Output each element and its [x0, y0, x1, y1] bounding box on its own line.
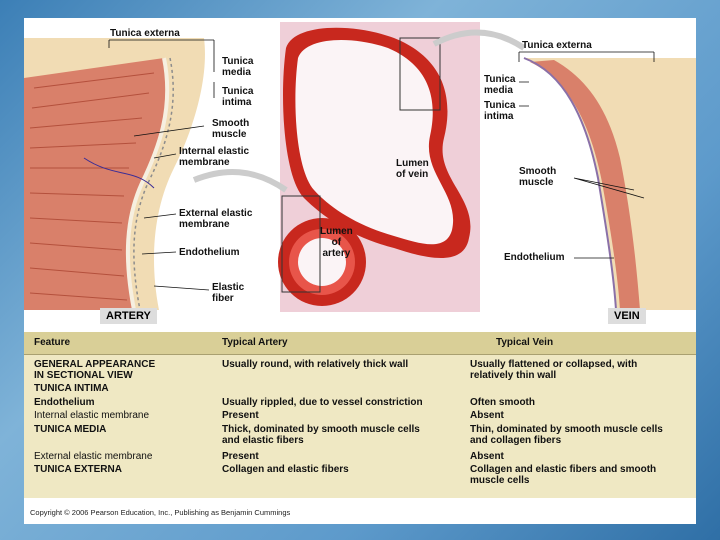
vein-tunica-externa-label: Tunica externa	[522, 40, 592, 51]
vessel-illustration	[24, 22, 696, 312]
comparison-table: Feature Typical Artery Typical Vein GENE…	[24, 332, 696, 498]
artery-cell: Usually rippled, due to vessel constrict…	[222, 397, 423, 408]
artery-vein-figure: Tunica externa Tunica media Tunica intim…	[24, 18, 696, 330]
vein-tunica-intima-label: Tunica intima	[484, 100, 516, 122]
artery-cell: Usually round, with relatively thick wal…	[222, 359, 409, 370]
feature-cell: Endothelium	[34, 397, 95, 408]
vein-endothelium-label: Endothelium	[504, 252, 565, 263]
artery-smooth-muscle-label: Smooth muscle	[212, 118, 250, 140]
lumen-of-artery-label: Lumen of artery	[320, 226, 353, 259]
artery-tunica-externa-label: Tunica externa	[110, 28, 180, 39]
feature-cell: GENERAL APPEARANCE IN SECTIONAL VIEW	[34, 359, 156, 381]
copyright-notice: Copyright © 2006 Pearson Education, Inc.…	[30, 508, 291, 517]
vein-cell: Absent	[470, 410, 504, 421]
vein-smooth-muscle-label: Smooth muscle	[519, 166, 557, 188]
table-header: Feature Typical Artery Typical Vein	[24, 332, 696, 355]
vein-caption: VEIN	[608, 308, 646, 324]
vein-cell: Often smooth	[470, 397, 535, 408]
header-artery: Typical Artery	[222, 337, 288, 348]
header-vein: Typical Vein	[496, 337, 554, 348]
vein-cell: Thin, dominated by smooth muscle cells a…	[470, 424, 663, 446]
vein-tunica-media-label: Tunica media	[484, 74, 516, 96]
artery-tunica-intima-label: Tunica intima	[222, 86, 254, 108]
vein-cell: Absent	[470, 451, 504, 462]
micrograph	[278, 22, 480, 312]
header-feature: Feature	[34, 337, 71, 348]
elastic-fiber-label: Elastic fiber	[212, 282, 245, 304]
artery-cell: Collagen and elastic fibers	[222, 464, 349, 475]
artery-tunica-media-label: Tunica media	[222, 56, 254, 78]
feature-cell: TUNICA MEDIA	[34, 424, 107, 435]
internal-elastic-membrane-label: Internal elastic membrane	[179, 146, 250, 168]
external-elastic-membrane-label: External elastic membrane	[179, 208, 253, 230]
slide: Tunica externa Tunica media Tunica intim…	[24, 18, 696, 524]
artery-cell: Present	[222, 451, 259, 462]
vein-wall-drawing	[523, 57, 696, 311]
feature-cell: Internal elastic membrane	[34, 410, 150, 421]
feature-cell: TUNICA EXTERNA	[34, 464, 122, 475]
artery-endothelium-label: Endothelium	[179, 247, 240, 258]
artery-caption: ARTERY	[100, 308, 157, 324]
vein-cell: Collagen and elastic fibers and smooth m…	[470, 464, 657, 486]
lumen-of-vein-label: Lumen of vein	[396, 158, 429, 180]
feature-cell: External elastic membrane	[34, 451, 153, 462]
feature-cell: TUNICA INTIMA	[34, 383, 109, 394]
artery-wall-drawing	[24, 38, 205, 311]
artery-cell: Thick, dominated by smooth muscle cells …	[222, 424, 420, 446]
artery-cell: Present	[222, 410, 259, 421]
vein-cell: Usually flattened or collapsed, with rel…	[470, 359, 638, 381]
